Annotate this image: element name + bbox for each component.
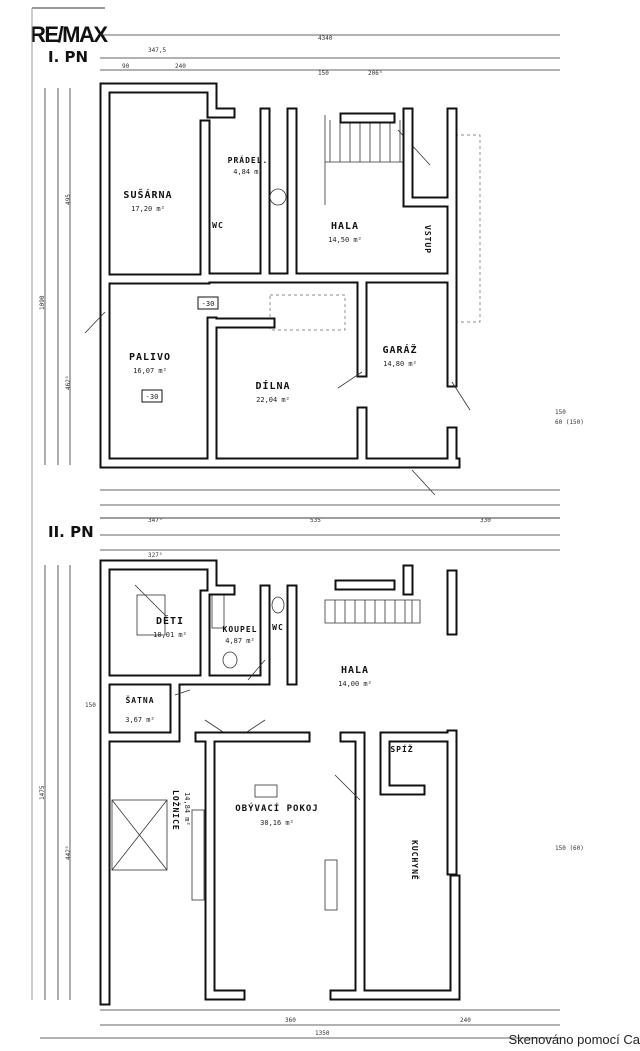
dim: 240 — [175, 63, 186, 70]
floor-1-walls — [84, 82, 471, 496]
dim: 60 (150) — [555, 419, 584, 426]
floor-2-dimension-lines — [40, 517, 560, 1039]
room-area: 14,00 m² — [338, 680, 372, 688]
room-label: HALA — [331, 221, 359, 232]
room-label: DĚTI — [156, 614, 184, 627]
room-label: DÍLNA — [255, 379, 290, 392]
room-label: KUCHYNĚ — [410, 840, 421, 881]
floor-1-stairs — [324, 115, 431, 205]
dim-total-width: 4340 — [318, 35, 333, 42]
dim: 442⁵ — [65, 846, 72, 860]
dim: 150 — [555, 409, 566, 416]
dim: 535 — [310, 517, 321, 524]
level-tag: -30 — [202, 300, 215, 308]
room-area: 4,87 m² — [225, 637, 255, 645]
room-area: 14,84 m² — [183, 792, 191, 826]
dim: 495 — [65, 194, 72, 205]
room-area: 17,20 m² — [131, 205, 165, 213]
room-area: 14,50 m² — [328, 236, 362, 244]
room-label: SPÍŽ — [390, 743, 413, 754]
floor-1-title: I. PN — [48, 48, 88, 66]
room-label: GARÁŽ — [382, 343, 417, 356]
dim: 330 — [480, 517, 491, 524]
room-area: 30,16 m² — [260, 819, 294, 827]
room-label: SUŠÁRNA — [123, 188, 172, 201]
floor-2-walls — [99, 559, 461, 1006]
room-label: PRÁDEL. — [228, 154, 269, 165]
floor-2-title: II. PN — [48, 523, 94, 541]
dim: 347,5 — [148, 47, 166, 54]
dim: 462⁵ — [65, 376, 72, 390]
room-label: PALIVO — [129, 352, 171, 363]
room-area: 14,80 m² — [383, 360, 417, 368]
dim: 206⁵ — [368, 70, 382, 77]
floor-1-plan: I. PN 4340 347,5 90 240 150 206⁵ 1090 49… — [39, 34, 584, 519]
dim-total-depth: 1475 — [39, 785, 46, 800]
dim: 90 — [122, 63, 130, 70]
room-label: OBÝVACÍ POKOJ — [235, 802, 318, 814]
dim: 360 — [285, 1017, 296, 1024]
room-area: 22,04 m² — [256, 396, 290, 404]
room-area: 3,67 m² — [125, 716, 155, 724]
level-tag-box — [197, 296, 219, 310]
dim: 327⁵ — [148, 552, 162, 559]
scan-watermark: Skenováno pomocí Ca — [508, 1032, 640, 1047]
room-label: LOŽNICE — [171, 790, 182, 831]
floor-1-dashed-outline — [269, 134, 481, 331]
room-label: HALA — [341, 665, 369, 676]
room-label: VSTUP — [423, 225, 432, 254]
level-tag-box — [141, 389, 163, 403]
dim: 150 — [85, 702, 96, 709]
room-label: WC — [212, 221, 224, 230]
dim: 150 (60) — [555, 845, 584, 852]
floor-2-stairs — [324, 599, 421, 624]
floor-2-furniture — [111, 584, 338, 911]
floor-2-plan: II. PN 347⁵ 535 330 327⁵ 1475 442⁵ 150 1… — [39, 517, 584, 1039]
dim-total-depth: 1090 — [39, 295, 46, 310]
room-area: 4,84 m² — [233, 168, 263, 176]
dim: 240 — [460, 1017, 471, 1024]
room-area: 16,07 m² — [133, 367, 167, 375]
remax-logo: RE/MAX — [30, 22, 108, 47]
room-label: WC — [272, 623, 284, 632]
room-area: 10,01 m² — [153, 631, 187, 639]
dim-total-width: 1350 — [315, 1030, 330, 1037]
room-label: KOUPEL — [223, 625, 258, 634]
level-tag: -30 — [146, 393, 159, 401]
dim: 347⁵ — [148, 517, 162, 524]
dim: 150 — [318, 70, 329, 77]
room-label: ŠATNA — [125, 694, 154, 705]
